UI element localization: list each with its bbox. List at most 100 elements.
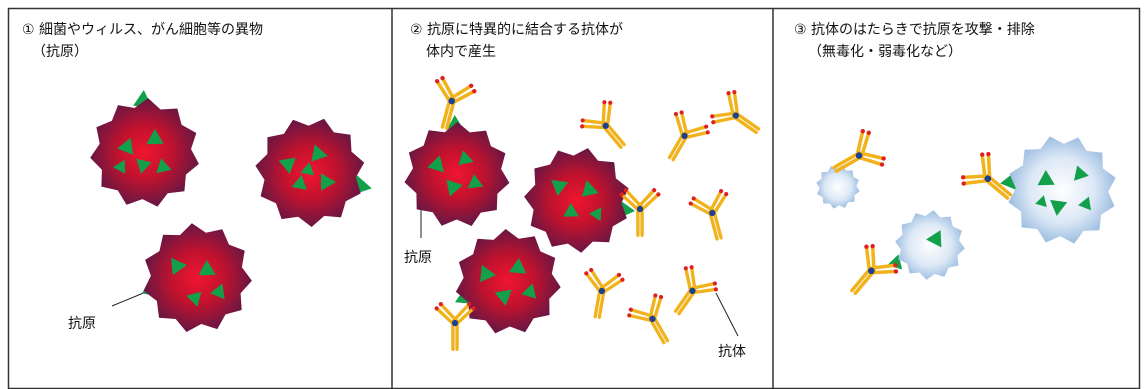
panel-2-antibody-9-binding-tip <box>658 294 664 300</box>
panel-2-antibody-10-chain <box>434 306 455 325</box>
panel-1-pathogen-top-body <box>90 98 199 207</box>
panel-2-antibody-6-binding-tip <box>718 188 724 194</box>
panel-2-antibody-7-chain <box>597 288 606 319</box>
panel-2-antibody-2-binding-tip <box>580 124 585 129</box>
panel-1-pathogen-bottom-antigen-2 <box>186 291 202 307</box>
panel-2-antibody-1-chain <box>440 97 452 129</box>
panel-3-antibody-2-chain <box>853 269 876 296</box>
panel-2-antibody-1-chain <box>452 89 477 104</box>
panel-2-antibody-label: 抗体 <box>718 344 746 360</box>
panel-2-antibody-leader <box>715 292 739 337</box>
panel-1-pathogen-top-antigen-4 <box>113 159 126 174</box>
panel-2-antibody-8-chain <box>673 287 693 313</box>
panel-2-antibody-8 <box>673 265 718 316</box>
panel-3-antibody-1-chain <box>832 151 861 170</box>
panel-2-antibody-4-hinge <box>732 112 740 119</box>
panel-2-pathogen-left-antigen-3 <box>467 174 484 189</box>
panel-2-antigen-label: 抗原 <box>404 250 432 266</box>
panel-2-antibody-8-binding-tip <box>689 265 694 270</box>
panel-2-antibody-5 <box>619 188 661 237</box>
panel-2-antibody-3-chain <box>685 130 710 139</box>
panel-3-antibody-3-hinge <box>984 175 992 183</box>
panel-1-pathogen-top-antigen-3 <box>156 158 172 174</box>
panel-3-antibody-2-binding-tip <box>864 244 869 249</box>
panel-2-pathogen-left-antigen-2 <box>446 179 463 197</box>
panel-1-caption-line1: ① 細菌やウィルス、がん細胞等の異物 <box>22 21 263 38</box>
panel-2-antibody-3-binding-tip <box>679 110 684 115</box>
panel-2-antibody-8-chain <box>684 266 692 292</box>
panel-3-neutralized-large-body <box>1008 136 1116 244</box>
panel-2-antibody-1-chain <box>444 98 456 130</box>
panel-2-pathogen-left-antigen-1 <box>458 150 474 166</box>
panel-2-antibody-10-binding-tip <box>471 306 476 311</box>
panel-2-antibody-8-binding-tip <box>713 287 718 292</box>
panel-2-antibody-4-chain <box>732 115 758 135</box>
panel-2-antibody-10-binding-tip <box>467 302 472 307</box>
panel-3-neutralized-large-antigen-0 <box>1037 170 1055 186</box>
panel-2-antibody-6-binding-tip <box>688 201 693 206</box>
panel-2-pathogen-left-body <box>404 122 510 226</box>
panel-2-antibody-4-chain <box>734 111 761 131</box>
panel-2-antibody-4-chain <box>726 91 735 118</box>
panel-3-antibody-2-chain <box>869 263 898 270</box>
panel-1-pathogen-bottom-antigen-3 <box>210 283 225 300</box>
panel-2-antibody-5-chain <box>636 188 656 209</box>
panel-2-antibody-7-hinge <box>598 287 605 295</box>
panel-2-antibody-8-chain <box>677 289 697 316</box>
panel-2-antibody-8-binding-tip <box>712 281 717 286</box>
panel-2-pathogen-bottom-antigen-3 <box>521 283 537 299</box>
panel-1-pathogen-right-antigen-4 <box>300 162 315 176</box>
panel-3-antibody-1-hinge <box>855 152 863 159</box>
panel-1-pathogen-right-antigen-3 <box>321 173 336 191</box>
panel-1-pathogen-top <box>90 90 199 207</box>
panel-2-antibody-7-chain <box>598 273 621 291</box>
panel-3-antibody-3-chain <box>980 152 987 181</box>
panel-1-pathogen-bottom-antigen-0 <box>171 257 187 276</box>
panel-2-antibody-2-chain <box>580 124 606 130</box>
panel-2-pathogen-bottom-body <box>455 229 561 334</box>
panel-2-antibody-3-chain <box>674 112 684 137</box>
panel-2-antibody-7-chain <box>602 278 625 294</box>
panel-3-antibody-1-binding-tip <box>866 130 871 135</box>
panel-3-neutralized-middle <box>887 210 965 280</box>
panel-2-antibody-2 <box>580 100 626 149</box>
panel-2-antibody-1 <box>434 75 477 130</box>
panel-2-pathogen-bottom-antigen-2 <box>494 289 512 306</box>
panel-2-antibody-6-chain <box>708 189 723 214</box>
panel-2-antibody-5-binding-tip <box>656 192 661 197</box>
panel-3-antibody-3-binding-tip <box>960 175 966 180</box>
panel-1-pathogen-bottom <box>141 223 252 332</box>
panel-2-antibody-1-chain <box>448 84 473 101</box>
panel-2-antibody-2-chain <box>601 100 607 127</box>
panel-3-antibody-3-binding-tip <box>986 151 991 157</box>
panel-2-antibody-1-binding-tip <box>434 79 440 84</box>
panel-2-antibody-9-chain <box>648 317 666 345</box>
panel-1-pathogen-right-antigen-0 <box>278 157 296 174</box>
panel-2-antibody-2-hinge <box>602 122 609 129</box>
panel-2-antibody-8-chain <box>690 281 717 290</box>
panel-2-antibody-4-binding-tip <box>711 120 716 125</box>
panel-2-antibody-1-binding-tip <box>472 88 477 94</box>
panel-2-antibody-6 <box>688 188 729 241</box>
panel-2-antibody-3-binding-tip <box>704 124 709 129</box>
panel-3-antibody-1 <box>832 128 886 173</box>
panel-3-antibody-2-binding-tip <box>893 263 898 268</box>
panel-2-antibody-2-binding-tip <box>608 100 613 105</box>
panel-2-antibody-1-binding-tip <box>468 83 474 88</box>
panel-3-neutralized-large-antigen-4 <box>1035 195 1047 207</box>
panel-2-pathogen-middle-antigen-2 <box>563 203 579 217</box>
panel-2-antibody-4-binding-tip <box>710 114 715 119</box>
panel-2-antibody-7-chain <box>584 271 601 293</box>
panel-2-antibody-3-chain <box>671 134 689 162</box>
panel-1-pathogen-right-antigen-1 <box>311 144 328 162</box>
panel-2-antibody-3 <box>667 110 710 162</box>
panel-1-pathogen-bottom-body <box>143 223 252 332</box>
panel-3-antibody-1-chain <box>855 129 865 155</box>
panel-2-pathogen-middle <box>524 148 635 253</box>
panel-3-neutralized-middle-antigen-0 <box>926 230 942 248</box>
panel-2-antibody-3-hinge <box>681 132 688 140</box>
panel-1-pathogen-top-antigen-0 <box>117 137 134 155</box>
panel-1-pathogen-top-antigen-2 <box>136 158 152 174</box>
panel-2-pathogen-left-antigen-0 <box>427 155 444 173</box>
